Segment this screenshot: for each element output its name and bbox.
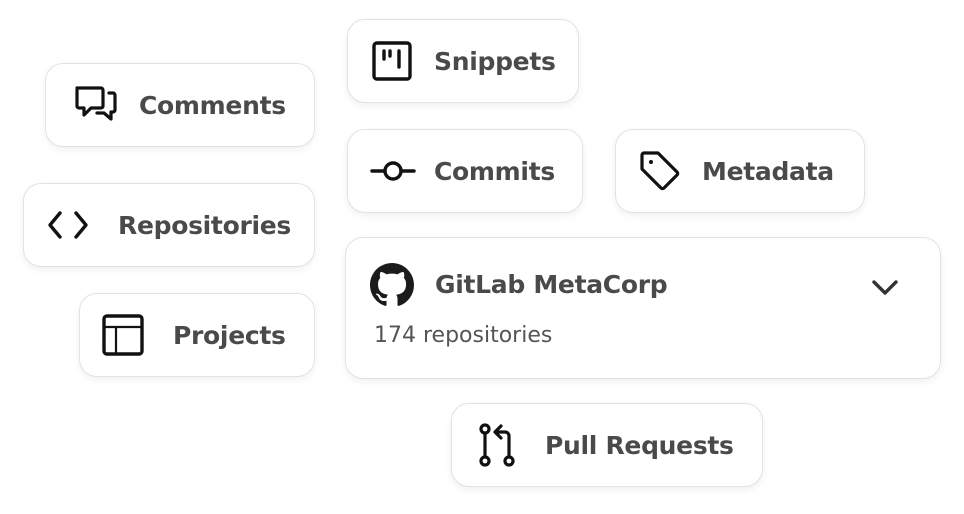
snippet-board-icon [369, 38, 415, 84]
metadata-label: Metadata [702, 156, 834, 186]
comments-chip[interactable]: Comments [45, 63, 315, 147]
metadata-chip[interactable]: Metadata [615, 129, 865, 213]
snippets-label: Snippets [434, 46, 556, 76]
comments-icon [73, 82, 119, 128]
github-icon [370, 263, 414, 307]
organization-name: GitLab MetaCorp [435, 270, 668, 299]
pull-request-icon [474, 422, 520, 468]
projects-chip[interactable]: Projects [79, 293, 315, 377]
commits-chip[interactable]: Commits [347, 129, 583, 213]
pull-requests-chip[interactable]: Pull Requests [451, 403, 763, 487]
repositories-label: Repositories [118, 210, 291, 240]
comments-label: Comments [139, 90, 286, 120]
commit-icon [370, 148, 416, 194]
organization-selector[interactable]: GitLab MetaCorp 174 repositories [345, 237, 941, 379]
repository-count: 174 repositories [374, 323, 553, 348]
snippets-chip[interactable]: Snippets [347, 19, 579, 103]
repositories-chip[interactable]: Repositories [23, 183, 315, 267]
pull-requests-label: Pull Requests [545, 430, 734, 460]
chevron-down-icon[interactable] [870, 276, 900, 300]
table-layout-icon [100, 312, 146, 358]
projects-label: Projects [173, 320, 286, 350]
code-brackets-icon [46, 202, 92, 248]
commits-label: Commits [434, 156, 555, 186]
tag-icon [637, 148, 683, 194]
